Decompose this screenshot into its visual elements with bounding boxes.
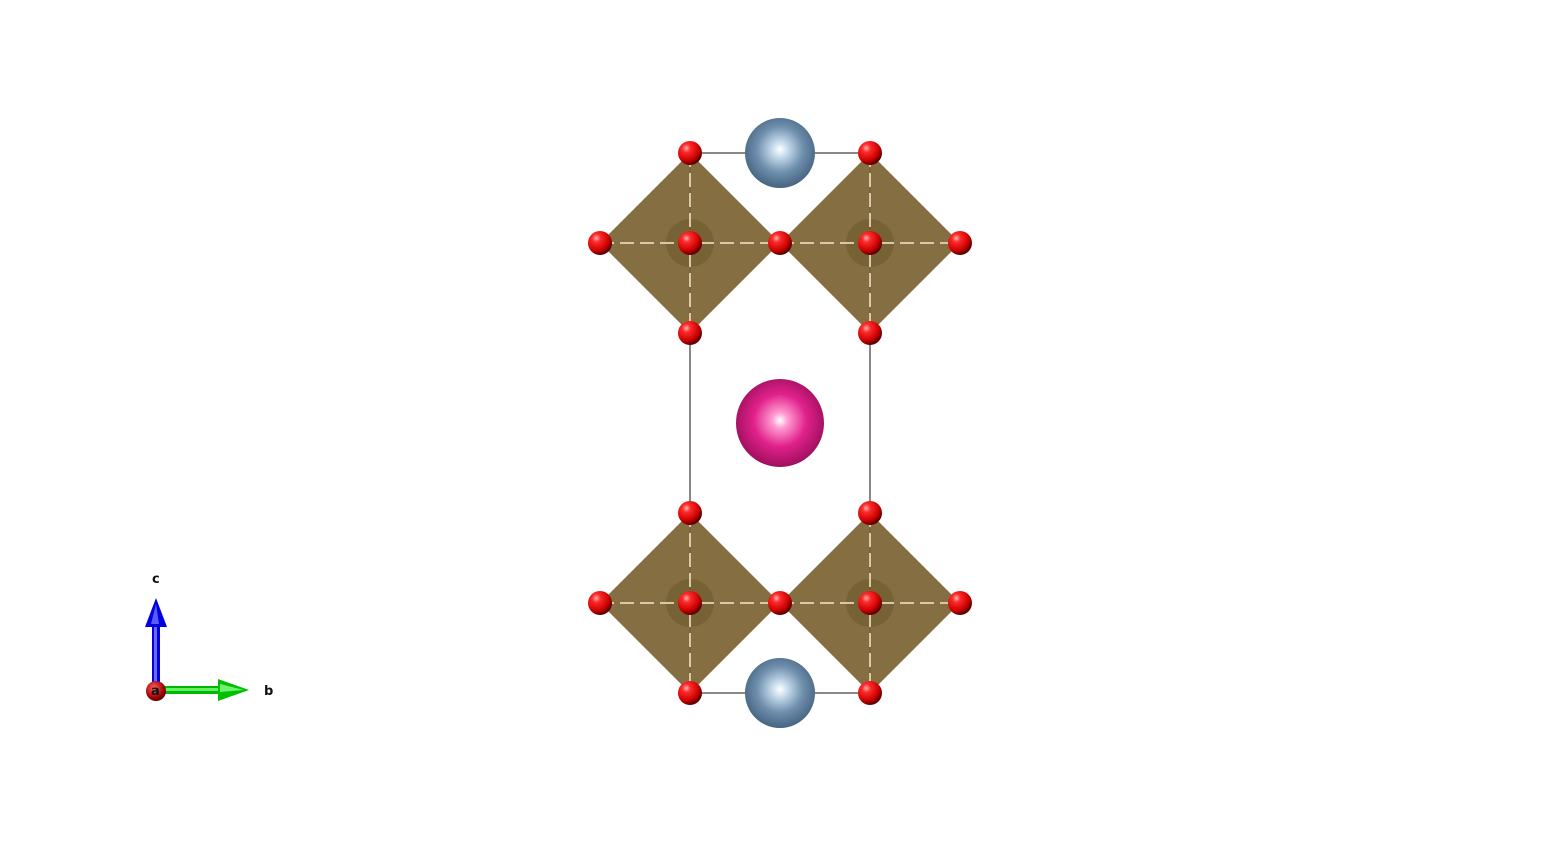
oxygen-atom[interactable] xyxy=(678,231,702,255)
oxygen-atom[interactable] xyxy=(588,591,612,615)
oxygen-atom[interactable] xyxy=(858,321,882,345)
oxygen-atoms xyxy=(588,141,972,705)
blue-cation-bottom[interactable] xyxy=(745,658,815,728)
axis-label-a: a xyxy=(151,684,160,699)
oxygen-atom[interactable] xyxy=(858,591,882,615)
c-axis-arrow xyxy=(145,598,167,688)
magenta-cation-center[interactable] xyxy=(736,379,824,467)
axis-label-b: b xyxy=(264,684,273,699)
oxygen-atom[interactable] xyxy=(858,681,882,705)
oxygen-atom[interactable] xyxy=(768,591,792,615)
oxygen-atom[interactable] xyxy=(588,231,612,255)
oxygen-atom[interactable] xyxy=(948,591,972,615)
oxygen-atom[interactable] xyxy=(678,501,702,525)
blue-cation-top[interactable] xyxy=(745,118,815,188)
axis-label-c: c xyxy=(152,572,160,587)
b-axis-arrow xyxy=(160,679,249,701)
a-axis-marker xyxy=(146,681,166,701)
oxygen-atom[interactable] xyxy=(858,501,882,525)
orientation-axes: c b a xyxy=(145,572,273,701)
oxygen-atom[interactable] xyxy=(678,681,702,705)
oxygen-atom[interactable] xyxy=(858,231,882,255)
oxygen-atom[interactable] xyxy=(858,141,882,165)
oxygen-atom[interactable] xyxy=(678,591,702,615)
oxygen-atom[interactable] xyxy=(768,231,792,255)
cations xyxy=(736,118,824,728)
oxygen-atom[interactable] xyxy=(948,231,972,255)
oxygen-atom[interactable] xyxy=(678,141,702,165)
oxygen-atom[interactable] xyxy=(678,321,702,345)
